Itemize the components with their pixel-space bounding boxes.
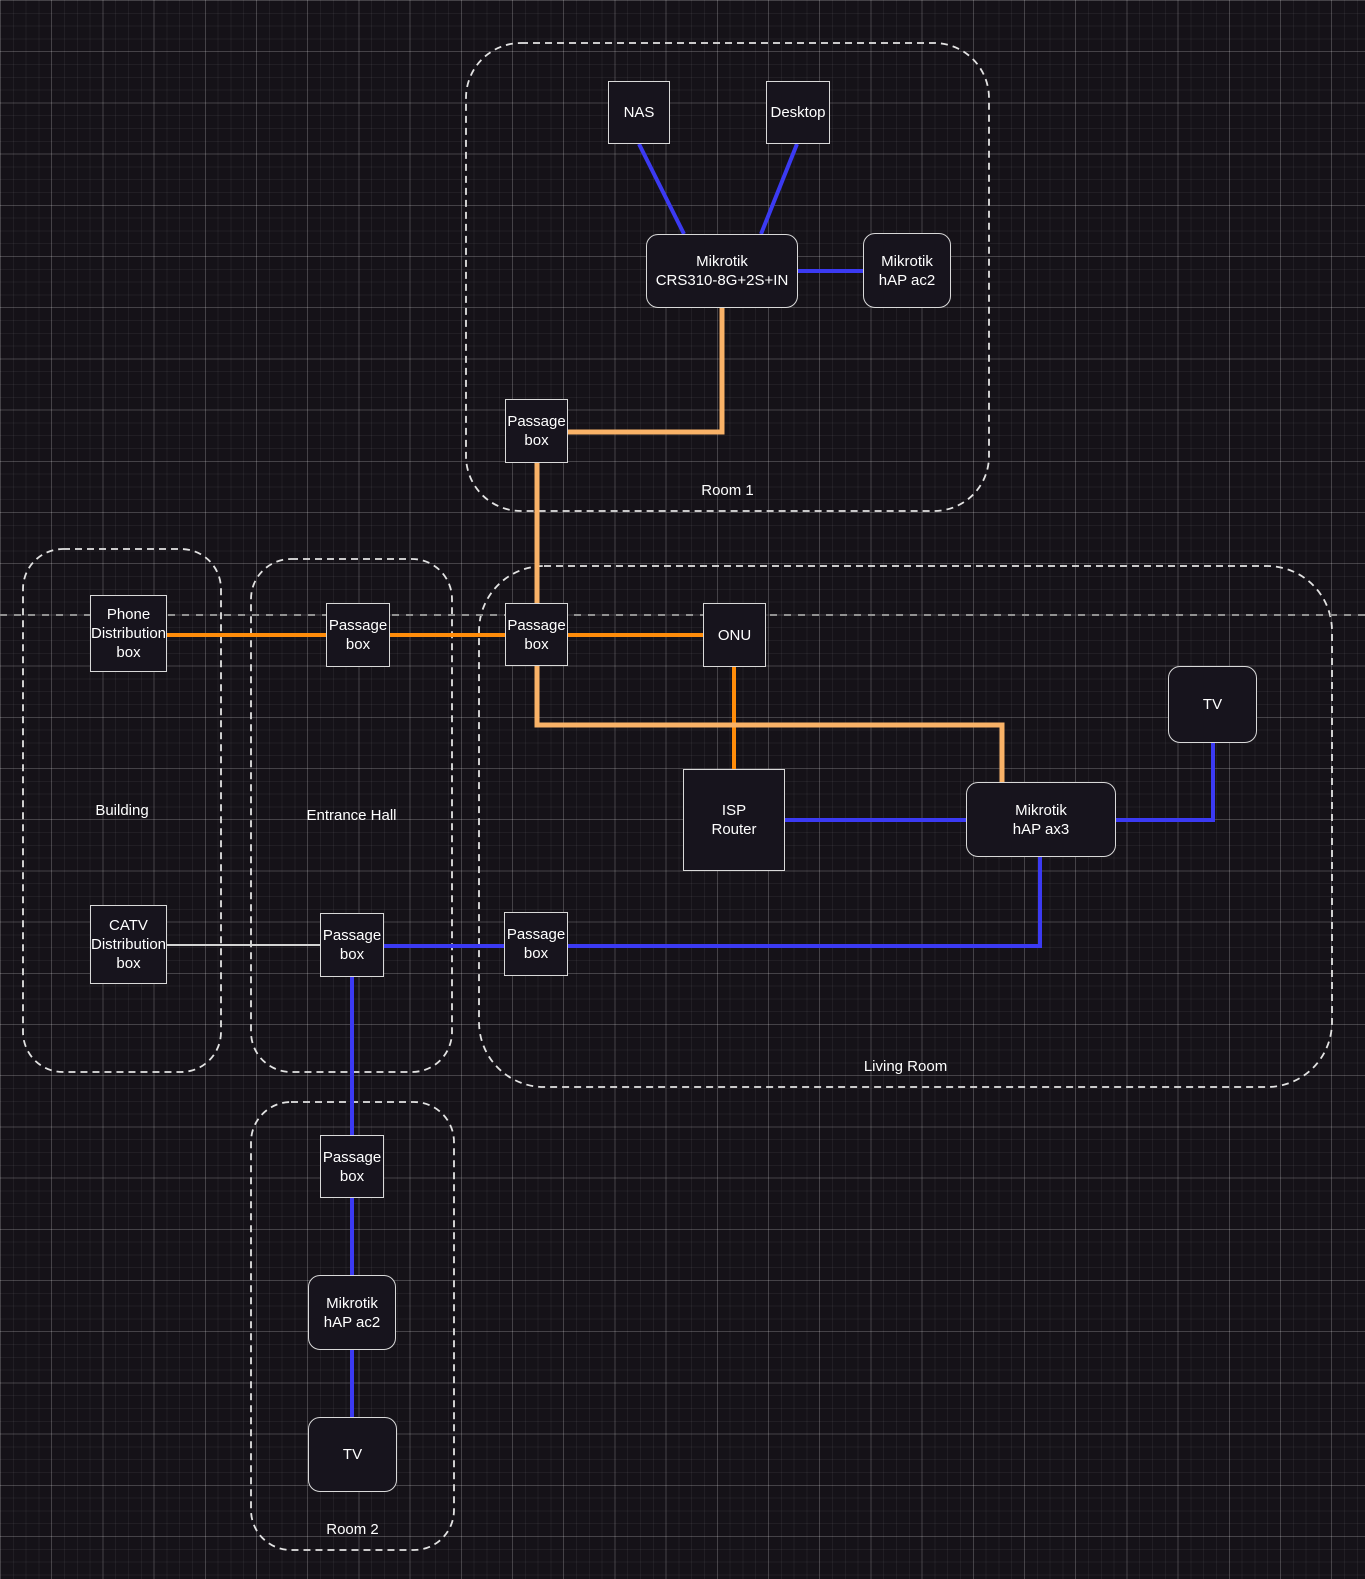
node-label-tv-room2: TV: [342, 1446, 363, 1463]
edge-nas-to-crs310[interactable]: [637, 143, 686, 235]
node-label-onu: ONU: [717, 626, 752, 644]
node-label-isp-router: ISP Router: [711, 802, 757, 838]
node-tv-room2[interactable]: TV: [308, 1417, 397, 1492]
node-label-mikrotik-hap-ac2-room2: Mikrotik hAP ac2: [323, 1294, 381, 1331]
node-passage-box-living-bottom[interactable]: Passage box: [504, 912, 568, 976]
container-living-room[interactable]: [478, 565, 1333, 1088]
node-label-mikrotik-hap-ac2-room1: Mikrotik hAP ac2: [878, 252, 936, 289]
edge-desktop-to-crs310[interactable]: [759, 143, 799, 235]
node-passage-box-room1[interactable]: Passage box: [505, 399, 568, 463]
node-label-passage-box-living-bottom: Passage box: [506, 926, 566, 962]
container-label-room-1: Room 1: [701, 482, 754, 499]
edge-hap-ax3-to-passage-living-bottom[interactable]: [568, 857, 1042, 948]
node-label-passage-box-hall-top: Passage box: [328, 617, 388, 653]
node-catv-distribution-box[interactable]: CATV Distribution box: [90, 905, 167, 984]
container-label-room-2: Room 2: [326, 1521, 379, 1538]
edge-passage-room1-to-hap-ax3[interactable]: [534, 463, 1005, 782]
node-mikrotik-crs310[interactable]: Mikrotik CRS310-8G+2S+IN: [646, 234, 798, 308]
node-mikrotik-hap-ac2-room2[interactable]: Mikrotik hAP ac2: [308, 1275, 396, 1350]
node-label-passage-box-hall-bottom: Passage box: [322, 927, 382, 963]
node-nas[interactable]: NAS: [608, 81, 670, 144]
node-label-catv-distribution-box: CATV Distribution box: [90, 917, 167, 972]
node-tv-living-room[interactable]: TV: [1168, 666, 1257, 743]
container-entrance-hall[interactable]: [250, 558, 453, 1073]
container-label-living-room: Living Room: [863, 1058, 948, 1075]
edge-hap-ax3-to-tv[interactable]: [1116, 743, 1215, 822]
node-label-tv-living-room: TV: [1202, 696, 1223, 713]
node-label-nas: NAS: [623, 104, 655, 121]
node-phone-distribution-box[interactable]: Phone Distribution box: [90, 595, 167, 672]
node-label-passage-box-room1: Passage box: [507, 413, 566, 449]
node-label-mikrotik-crs310: Mikrotik CRS310-8G+2S+IN: [655, 253, 789, 289]
node-passage-box-room2[interactable]: Passage box: [320, 1135, 384, 1198]
node-label-passage-box-room2: Passage box: [322, 1148, 382, 1185]
container-room-1[interactable]: [465, 42, 990, 512]
container-label-building: Building: [95, 801, 149, 819]
node-isp-router[interactable]: ISP Router: [683, 769, 785, 871]
node-onu[interactable]: ONU: [703, 603, 766, 667]
node-label-mikrotik-hap-ax3: Mikrotik hAP ax3: [1012, 801, 1070, 838]
edge-crs310-to-passage-room1[interactable]: [568, 308, 725, 435]
node-label-phone-distribution-box: Phone Distribution box: [90, 606, 167, 661]
node-passage-box-hall-top[interactable]: Passage box: [326, 603, 390, 667]
node-passage-box-living-top[interactable]: Passage box: [505, 603, 568, 666]
node-passage-box-hall-bottom[interactable]: Passage box: [320, 913, 384, 977]
node-mikrotik-hap-ac2-room1[interactable]: Mikrotik hAP ac2: [863, 233, 951, 308]
node-desktop[interactable]: Desktop: [766, 81, 830, 144]
container-label-entrance-hall: Entrance Hall: [306, 806, 397, 824]
node-label-passage-box-living-top: Passage box: [507, 616, 566, 653]
container-building[interactable]: [22, 548, 222, 1073]
node-mikrotik-hap-ax3[interactable]: Mikrotik hAP ax3: [966, 782, 1116, 857]
node-label-desktop: Desktop: [770, 104, 826, 121]
